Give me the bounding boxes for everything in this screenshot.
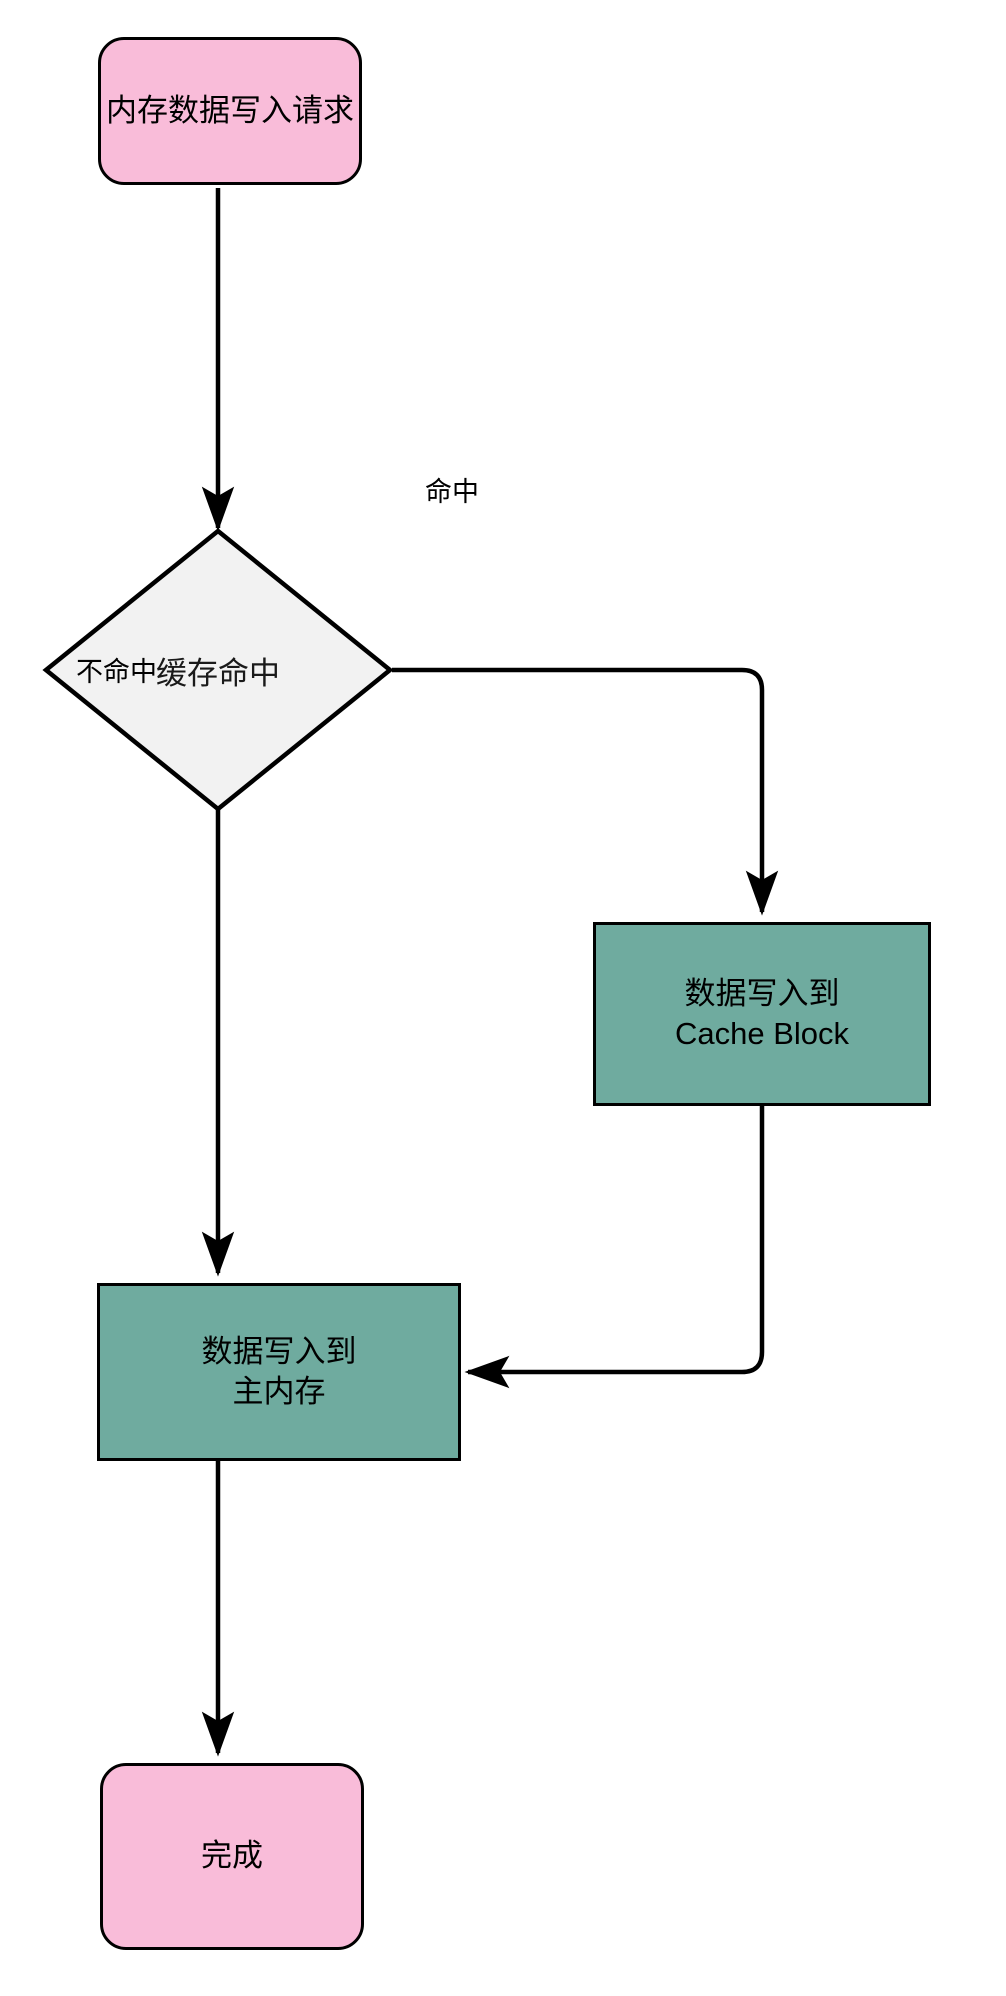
node-cache-hit-label: 缓存命中 <box>156 655 280 691</box>
node-done-label: 完成 <box>201 1838 263 1874</box>
edge-label-hit: 命中 <box>425 477 479 507</box>
node-write-main-memory-label: 数据写入到 主内存 <box>201 1333 357 1409</box>
node-write-cache-block[interactable]: 数据写入到 Cache Block <box>593 922 931 1106</box>
node-start[interactable]: 内存数据写入请求 <box>98 37 362 185</box>
edge-write-cache-block-to-write-main-memory <box>464 1106 765 1389</box>
node-write-main-memory[interactable]: 数据写入到 主内存 <box>97 1283 461 1461</box>
edge-label-miss: 不命中 <box>76 657 157 687</box>
node-start-label: 内存数据写入请求 <box>106 92 354 128</box>
node-cache-hit[interactable]: 缓存命中 <box>46 531 390 809</box>
node-done[interactable]: 完成 <box>100 1763 364 1950</box>
edge-cache-hit-to-write-cache-block <box>392 667 779 916</box>
node-write-cache-block-label: 数据写入到 Cache Block <box>674 975 850 1051</box>
